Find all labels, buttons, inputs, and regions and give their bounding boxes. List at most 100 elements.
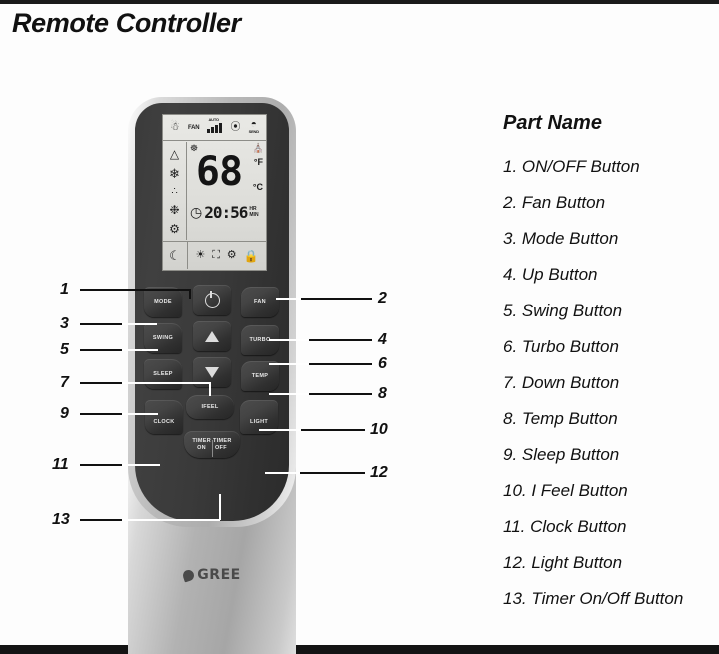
fan-button-label: FAN [254, 299, 266, 305]
sleep-button[interactable]: SLEEP [144, 359, 182, 389]
callout-number-9: 9 [60, 405, 69, 422]
callout-leader-13 [80, 519, 122, 521]
lcd-display: ☃ FAN AUTO ⦿ ◓ SEND △ ❄ [162, 114, 267, 271]
power-onoff-button[interactable] [193, 285, 231, 315]
part-item: 3. Mode Button [503, 229, 619, 248]
lock-icon: 🔒 [243, 248, 259, 263]
health-icon: ⛶ [212, 249, 220, 261]
lcd-sleep-cell: ☾ [163, 242, 188, 269]
callout-leader-5-white [122, 349, 158, 351]
sleep-button-label: SLEEP [153, 371, 173, 377]
callout-number-5: 5 [60, 341, 69, 358]
lcd-temperature-value: 68 [195, 149, 243, 195]
timer-button-labels: TIMER TIMER ON OFF [192, 438, 231, 452]
callout-leader-8-white [269, 393, 309, 395]
callout-leader-1 [80, 289, 190, 291]
mode-button[interactable]: MODE [144, 287, 182, 317]
callout-number-1: 1 [60, 281, 69, 298]
gree-brand-text: GREE [197, 567, 241, 583]
callout-number-10: 10 [370, 421, 388, 438]
callout-leader-3 [80, 323, 122, 325]
callout-leader-3-white [122, 323, 157, 325]
swing-button[interactable]: SWING [144, 323, 182, 353]
light-button[interactable]: LIGHT [240, 400, 278, 434]
lcd-temperature-area: ☸ ⛪ 68 °F °C ◷ 20:56 HR MIN [188, 142, 266, 240]
callout-leader-4 [308, 339, 372, 341]
timer-off-sub-label: OFF [214, 444, 227, 451]
callout-leader-10-white [259, 429, 301, 431]
callout-leader-13-white [122, 519, 220, 521]
callout-leader-12-white [265, 472, 300, 474]
down-button[interactable] [193, 357, 231, 387]
callout-leader-4-white [269, 339, 309, 341]
ifeel-person-icon: ☃ [170, 121, 180, 133]
timer-onoff-button[interactable]: TIMER TIMER ON OFF [184, 431, 240, 458]
light-icon: ☀ [195, 249, 206, 261]
lcd-hr-label: HR [249, 206, 257, 212]
part-item: 1. ON/OFF Button [503, 157, 640, 176]
gree-brand-logo: GREE [169, 567, 255, 583]
down-arrow-icon [205, 366, 219, 378]
timer-off-label: TIMER [213, 437, 232, 444]
temp-button-label: TEMP [251, 373, 269, 379]
callout-leader-2-white [276, 298, 301, 300]
callout-leader-9-white [122, 413, 158, 415]
lcd-clock-value: 20:56 [204, 202, 248, 222]
part-item: 6. Turbo Button [503, 337, 619, 356]
callout-leader-8 [308, 393, 372, 395]
up-arrow-icon [205, 330, 219, 342]
timer-divider [212, 440, 213, 457]
page-title: Remote Controller [12, 8, 241, 38]
callout-number-4: 4 [378, 331, 387, 348]
temp-button[interactable]: TEMP [241, 361, 279, 391]
callout-leader-6-white [269, 363, 309, 365]
callout-leader-6 [308, 363, 372, 365]
heat-sun-icon: ⚙ [169, 221, 180, 236]
lcd-main-area: △ ❄ ∴ ❉ ⚙ ☸ ⛪ 68 °F °C ◷ 20:56 [163, 142, 266, 240]
light-button-label: LIGHT [250, 418, 268, 425]
up-button[interactable] [193, 321, 231, 351]
callout-leader-12 [298, 472, 365, 474]
lcd-status-icons: ☀ ⛶ ⚙ 🔒 [190, 242, 264, 269]
part-item: 11. Clock Button [503, 517, 627, 536]
callout-leader-7 [80, 382, 122, 384]
callout-number-2: 2 [378, 290, 387, 307]
lcd-hr-min-labels: HR MIN [249, 206, 258, 218]
callout-number-7: 7 [60, 374, 69, 391]
remote-controller-illustration: ☃ FAN AUTO ⦿ ◓ SEND △ ❄ [122, 97, 302, 654]
xfan-icon: ⚙ [226, 249, 237, 261]
part-item: 12. Light Button [503, 553, 623, 572]
timer-on-sub-label: ON [197, 444, 206, 451]
callout-number-8: 8 [378, 385, 387, 402]
moon-sleep-icon: ☾ [169, 248, 181, 263]
callout-number-11: 11 [52, 456, 69, 473]
cool-snowflake-icon: ❄ [169, 165, 180, 181]
signal-send-icon: ◓ SEND [248, 119, 260, 135]
clock-button[interactable]: CLOCK [145, 400, 183, 434]
lcd-status-top-row: ☃ FAN AUTO ⦿ ◓ SEND [163, 115, 266, 141]
fan-mode-icon: ❉ [169, 202, 180, 217]
part-item: 9. Sleep Button [503, 445, 620, 464]
turbo-icon: ☸ [190, 143, 199, 153]
callout-leader-2 [300, 298, 372, 300]
top-letterbox-bar [0, 0, 719, 4]
callout-leader-11 [80, 464, 122, 466]
callout-leader-10 [300, 429, 365, 431]
fan-button[interactable]: FAN [241, 287, 279, 317]
dry-droplets-icon: ∴ [171, 185, 178, 197]
lcd-auto-label: AUTO [208, 116, 219, 122]
callout-leader-5 [80, 349, 122, 351]
callout-number-3: 3 [60, 315, 69, 332]
lcd-fan-label: FAN [187, 124, 200, 131]
clock-icon: ◷ [190, 204, 203, 220]
callout-leader-13-vertical [219, 494, 221, 520]
fan-speed-bars-icon: AUTO [207, 117, 223, 133]
ifeel-button[interactable]: IFEEL [186, 395, 234, 419]
lcd-mode-icon-column: △ ❄ ∴ ❉ ⚙ [163, 142, 187, 240]
lcd-unit-celsius: °C [252, 182, 263, 192]
lcd-status-bottom-row: ☾ ☀ ⛶ ⚙ 🔒 [163, 241, 266, 270]
part-item: 5. Swing Button [503, 301, 623, 320]
gree-mark-icon [181, 568, 196, 582]
ifeel-icon: ⛪ [252, 143, 264, 153]
